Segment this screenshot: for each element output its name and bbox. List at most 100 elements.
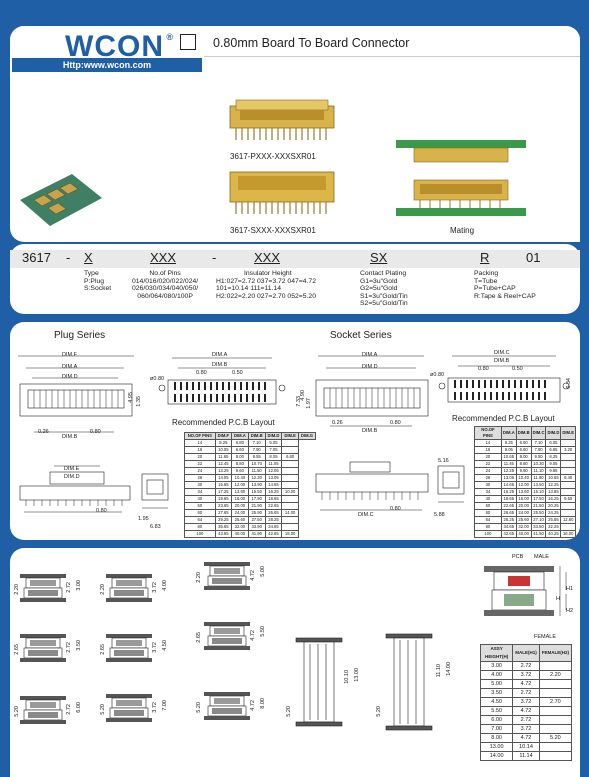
- stack-dim: 2.65: [100, 644, 106, 655]
- table-cell: 42.65: [264, 530, 283, 538]
- table-cell: 11.50: [247, 467, 266, 475]
- table-cell: 13.60: [230, 488, 249, 496]
- table-cell: [560, 439, 576, 447]
- spec-line: Insulator Material:Polyester (UL94V-0): [14, 148, 144, 158]
- table-cell: [560, 488, 576, 496]
- mating-caption: Mating: [450, 226, 475, 235]
- table-cell: 28.25: [500, 516, 517, 524]
- table-cell: 16: [184, 446, 216, 454]
- table-cell: [281, 446, 299, 454]
- table-cell: 41.50: [530, 530, 547, 538]
- stack-dim: 4.00: [162, 580, 168, 591]
- table-cell: [281, 502, 299, 510]
- table-cell: 18.65: [264, 495, 283, 503]
- table-cell: 12.00: [515, 481, 532, 489]
- specifications-heading: SPECIFICATIONS: [14, 74, 129, 89]
- mating-section-drawing: [484, 566, 567, 616]
- table-cell: 4.72: [512, 706, 540, 716]
- table-cell: 26.65: [500, 509, 517, 517]
- table-cell: 20.00: [515, 502, 532, 510]
- h1-callout: H1: [566, 586, 574, 592]
- table-cell: 80: [474, 523, 502, 531]
- table-cell: 12.05: [264, 467, 283, 475]
- tape-reel-image: [20, 174, 102, 226]
- table-header-cell: DIM.E: [281, 432, 299, 440]
- tape-reel-label: Tape & Reel (Standard): [106, 186, 147, 204]
- table-cell: 16.25: [264, 488, 283, 496]
- table-cell: [538, 661, 573, 671]
- stack-dim: 7.00: [162, 700, 168, 711]
- table-cell: 15.10: [530, 488, 547, 496]
- table-cell: 11.05: [264, 460, 283, 468]
- pn-packing: R: [480, 250, 490, 265]
- spec-line: Current Rating: 0.5AMP: [14, 88, 95, 97]
- title-divider: [204, 56, 580, 57]
- plug-caption: 3617-PXXX-XXXSXR01: [230, 152, 316, 161]
- table-cell: 16.00: [560, 530, 576, 538]
- table-cell: 23.65: [214, 502, 232, 510]
- table-cell: 2.72: [512, 688, 540, 698]
- table-cell: 9.05: [500, 446, 517, 454]
- table-cell: 32.00: [515, 523, 532, 531]
- dim-g-label: DIM.D: [64, 474, 80, 480]
- plug-product-image: [229, 99, 335, 140]
- table-cell: 35.65: [214, 523, 232, 531]
- table-cell: 5.20: [538, 733, 573, 743]
- table-cell: 50: [184, 502, 216, 510]
- table-cell: [560, 523, 576, 531]
- table-cell: 6.80: [281, 453, 299, 461]
- table-cell: 13.60: [515, 488, 532, 496]
- stack-dim: 5.20: [100, 704, 106, 715]
- table-cell: 21.90: [247, 502, 266, 510]
- table-cell: 12.25: [545, 481, 562, 489]
- table-cell: 17.50: [530, 495, 547, 503]
- pn-suffix: 01: [526, 250, 541, 265]
- table-cell: 14.65: [264, 481, 283, 489]
- table-cell: 27.65: [214, 509, 232, 517]
- table-header-cell: DIM.B: [247, 432, 266, 440]
- stack-dim: 4.72: [250, 700, 256, 711]
- table-cell: 13.00: [479, 742, 514, 752]
- table-cell: 3.50: [479, 688, 514, 698]
- table-header-cell: DIM.A: [500, 426, 517, 440]
- socket-end-drawing: [437, 465, 465, 503]
- socket-side-dim-c-label: DIM.C: [358, 512, 374, 518]
- dim-d-label: DIM.D: [62, 374, 78, 380]
- table-cell: 14.65: [500, 481, 517, 489]
- stack-dim: 2.20: [14, 584, 20, 595]
- website-url[interactable]: Http:www.wcon.com: [12, 58, 202, 72]
- table-header-cell: DIM.D: [264, 432, 283, 440]
- table-cell: 17.25: [214, 488, 232, 496]
- table-cell: 3.00: [479, 661, 514, 671]
- table-cell: 40.00: [230, 530, 249, 538]
- socket-side-080-label: 0.80: [390, 506, 401, 512]
- table-cell: 15.50: [247, 488, 266, 496]
- table-header-cell: DIM.E: [560, 426, 576, 440]
- table-cell: 33.90: [247, 523, 266, 531]
- table-cell: 24: [474, 467, 502, 475]
- table-cell: [538, 688, 573, 698]
- table-cell: 22: [474, 460, 502, 468]
- spec-line: Withstand Voltage: 250V AC/Minute: [14, 113, 135, 123]
- table-cell: 12.45: [214, 460, 232, 468]
- socket-recommended-pcb-label: Recommended P.C.B Layout: [452, 414, 555, 423]
- socket-pcb-634-label: 6.34: [566, 378, 572, 389]
- table-cell: 2.70: [538, 697, 573, 707]
- table-cell: 16: [474, 446, 502, 454]
- socket-490-label: 4.90: [300, 390, 306, 401]
- table-cell: 8.80: [230, 460, 249, 468]
- table-cell: 4.72: [512, 679, 540, 689]
- table-cell: 19.65: [214, 495, 232, 503]
- table-cell: 18.65: [500, 495, 517, 503]
